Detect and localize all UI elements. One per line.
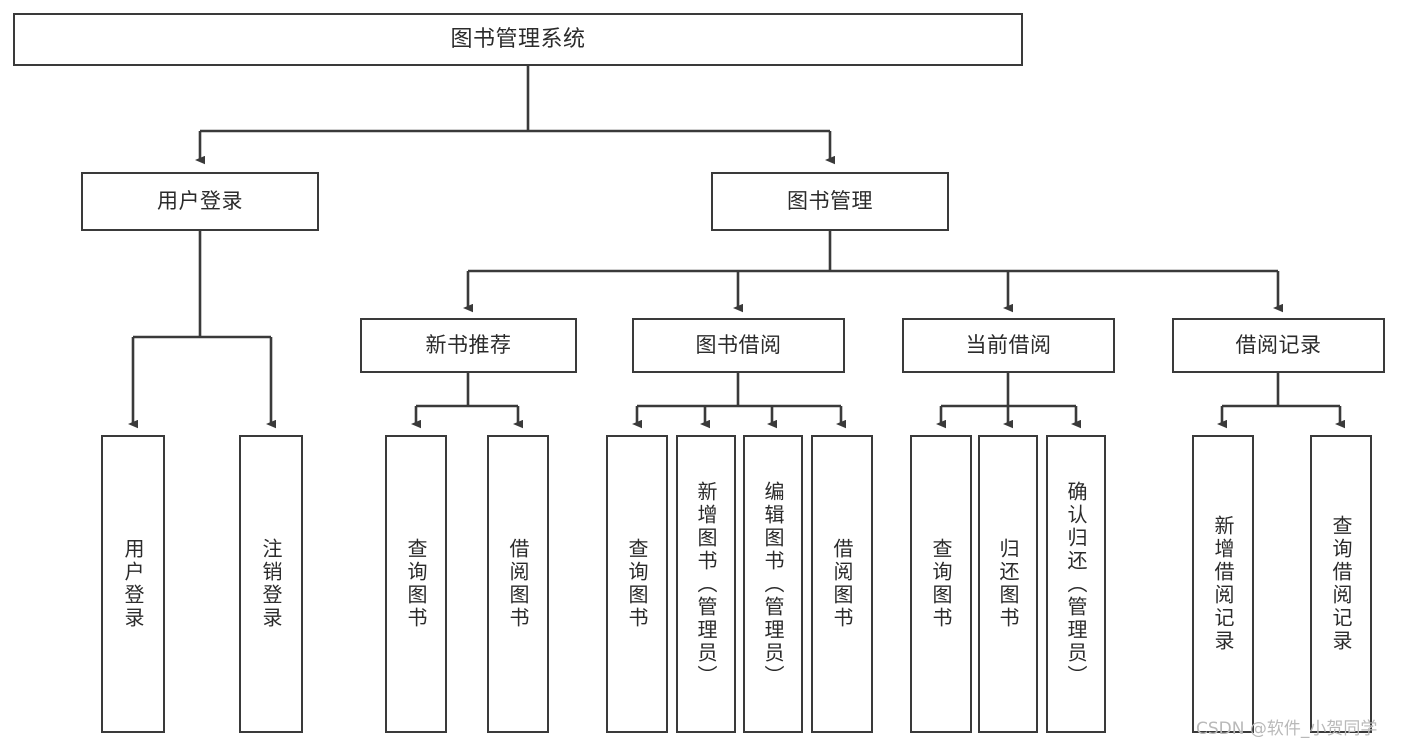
leaf-query-book-2[interactable]: 查询图书 [606,435,668,733]
leaf-add-record-label: 新增借阅记录 [1211,515,1235,653]
node-current-borrow[interactable]: 当前借阅 [902,318,1115,373]
leaf-borrow-book-2-label: 借阅图书 [830,538,854,630]
leaf-return-book[interactable]: 归还图书 [978,435,1038,733]
leaf-logout[interactable]: 注销登录 [239,435,303,733]
node-new-book-recommend-label: 新书推荐 [425,333,512,358]
csdn-watermark: CSDN @软件_小贺同学 [1196,719,1378,739]
leaf-confirm-return-label: 确认归还（管理员） [1064,480,1088,688]
leaf-borrow-book-1-label: 借阅图书 [506,538,530,630]
node-book-borrow-label: 图书借阅 [695,333,782,358]
node-book-management[interactable]: 图书管理 [711,172,949,231]
leaf-return-book-label: 归还图书 [996,538,1020,630]
node-user-login-label: 用户登录 [157,189,243,214]
leaf-user-login-label: 用户登录 [121,538,145,630]
leaf-edit-book-label: 编辑图书（管理员） [761,480,785,688]
leaf-confirm-return[interactable]: 确认归还（管理员） [1046,435,1106,733]
leaf-borrow-book-1[interactable]: 借阅图书 [487,435,549,733]
node-current-borrow-label: 当前借阅 [965,333,1052,358]
leaf-add-book[interactable]: 新增图书（管理员） [676,435,736,733]
node-borrow-record[interactable]: 借阅记录 [1172,318,1385,373]
leaf-query-record-label: 查询借阅记录 [1329,515,1353,653]
node-new-book-recommend[interactable]: 新书推荐 [360,318,577,373]
leaf-query-book-3-label: 查询图书 [929,538,953,630]
node-book-management-label: 图书管理 [787,189,873,214]
node-root[interactable]: 图书管理系统 [13,13,1023,66]
leaf-query-book-1[interactable]: 查询图书 [385,435,447,733]
leaf-logout-label: 注销登录 [259,538,283,630]
leaf-edit-book[interactable]: 编辑图书（管理员） [743,435,803,733]
leaf-query-record[interactable]: 查询借阅记录 [1310,435,1372,733]
node-root-label: 图书管理系统 [450,26,586,52]
node-book-borrow[interactable]: 图书借阅 [632,318,845,373]
leaf-add-record[interactable]: 新增借阅记录 [1192,435,1254,733]
leaf-user-login[interactable]: 用户登录 [101,435,165,733]
node-borrow-record-label: 借阅记录 [1235,333,1322,358]
leaf-query-book-3[interactable]: 查询图书 [910,435,972,733]
node-user-login[interactable]: 用户登录 [81,172,319,231]
leaf-query-book-2-label: 查询图书 [625,538,649,630]
leaf-query-book-1-label: 查询图书 [404,538,428,630]
leaf-borrow-book-2[interactable]: 借阅图书 [811,435,873,733]
leaf-add-book-label: 新增图书（管理员） [694,480,718,688]
